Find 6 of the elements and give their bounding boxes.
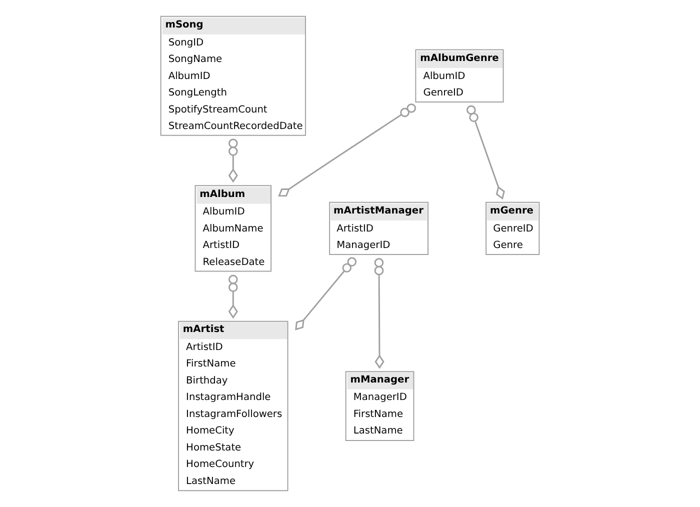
connector: [374, 258, 384, 369]
connector: [228, 138, 238, 183]
connector: [295, 257, 357, 330]
connector: [466, 105, 505, 200]
connector: [228, 274, 238, 319]
connector: [278, 103, 416, 197]
